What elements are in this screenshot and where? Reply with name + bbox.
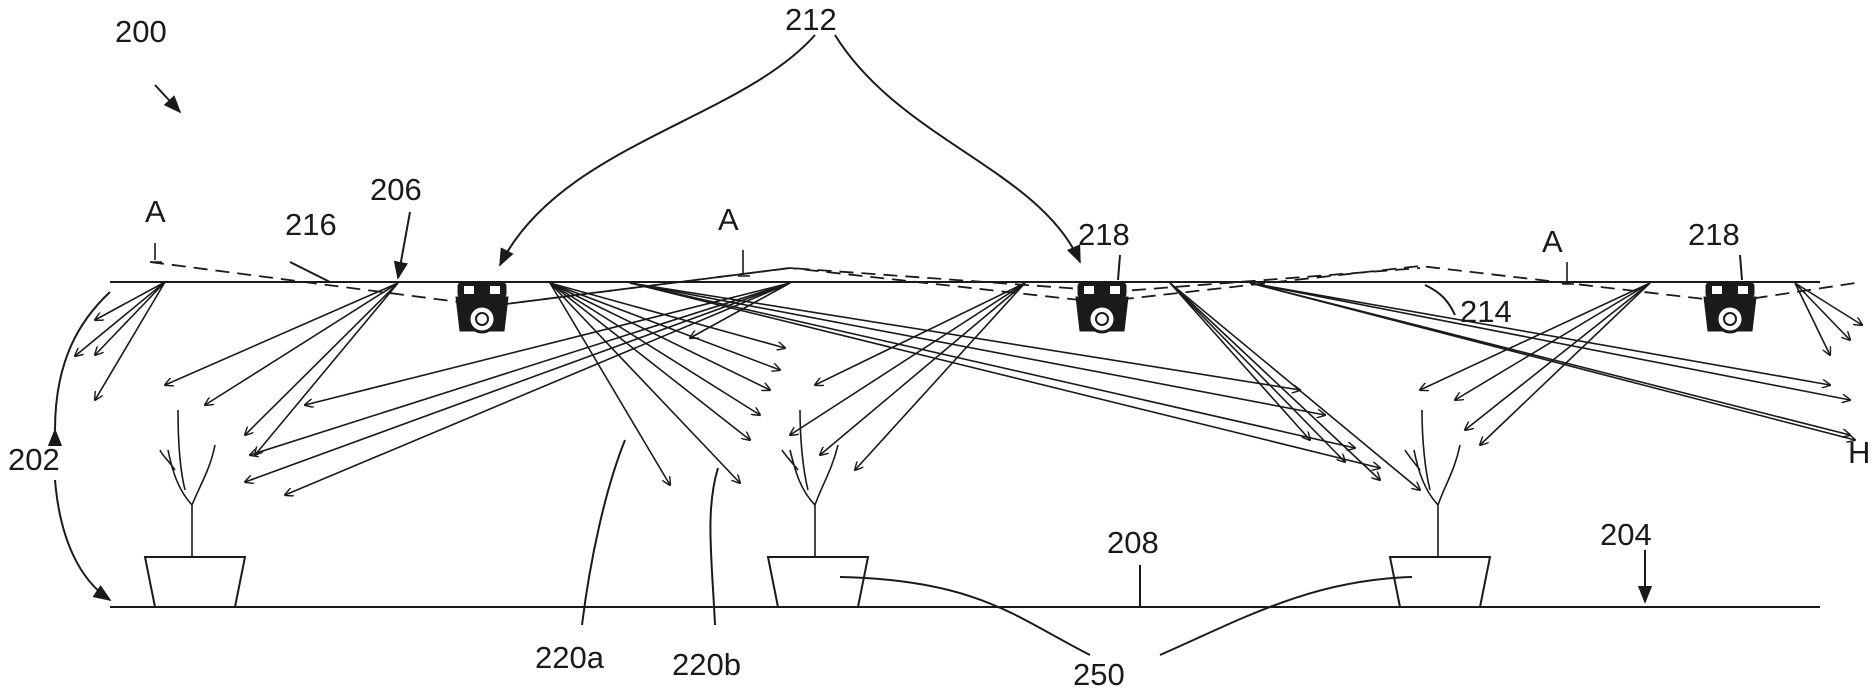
- label-206: 206: [370, 172, 422, 207]
- light-rays: [75, 282, 1862, 495]
- label-208: 208: [1107, 525, 1159, 560]
- label-218-right: 218: [1688, 217, 1740, 252]
- label-214: 214: [1460, 294, 1512, 329]
- label-250: 250: [1073, 657, 1125, 692]
- label-202: 202: [8, 442, 60, 477]
- label-h: H: [1848, 435, 1870, 470]
- label-a-mid: A: [718, 202, 739, 237]
- label-a-left: A: [145, 194, 166, 229]
- label-218-mid: 218: [1078, 217, 1130, 252]
- fixture-1: [456, 283, 508, 332]
- section-markers: [150, 243, 1574, 284]
- label-212: 212: [785, 2, 837, 37]
- label-a-right: A: [1542, 224, 1563, 259]
- label-220b: 220b: [672, 647, 741, 682]
- fixture-3: [1704, 283, 1756, 332]
- label-216: 216: [285, 207, 337, 242]
- label-220a: 220a: [535, 640, 605, 675]
- fixture-2: [1076, 283, 1128, 332]
- label-200: 200: [115, 14, 167, 49]
- plant-1: [145, 410, 245, 607]
- label-204: 204: [1600, 517, 1652, 552]
